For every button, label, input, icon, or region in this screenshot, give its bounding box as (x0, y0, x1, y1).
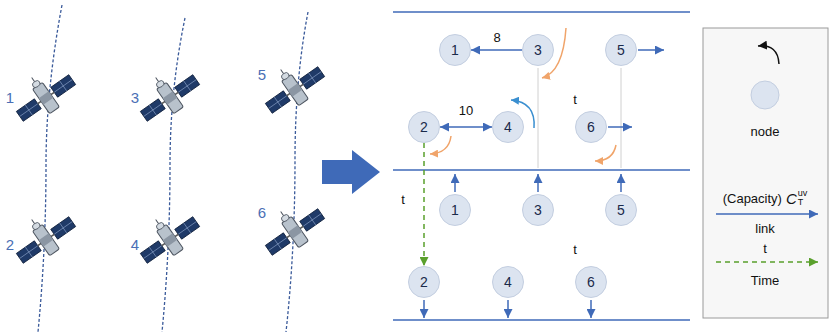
node-number: 4 (504, 120, 512, 134)
graph-node: 4 (492, 111, 524, 143)
link-label: 8 (491, 31, 502, 45)
graph-node: 2 (408, 266, 440, 298)
graph-node: 5 (605, 34, 637, 66)
link-label: t (399, 193, 407, 207)
graph-node: 3 (522, 194, 554, 226)
superscript: uv (798, 189, 808, 198)
legend-link-sample (716, 213, 818, 215)
node-number: 3 (534, 43, 542, 57)
legend-text: Time (751, 274, 779, 288)
satellite (5, 51, 329, 270)
subscript: T (798, 198, 808, 207)
node-number: 1 (451, 203, 459, 217)
node-number: 1 (451, 43, 459, 57)
capacity-symbol: C (786, 190, 797, 207)
graph-node: 1 (439, 194, 471, 226)
graph-node: 3 (522, 34, 554, 66)
transform-arrow (322, 150, 380, 194)
legend-rotation-symbol (758, 46, 779, 64)
satellite-number: 2 (6, 237, 14, 254)
time-label: t (573, 93, 577, 107)
legend-time-label: t (763, 242, 767, 256)
satellite-number: 1 (6, 90, 14, 107)
node-number: 5 (617, 203, 625, 217)
satellite-number: 4 (131, 237, 139, 254)
legend-text: node (751, 125, 780, 139)
node-number: 3 (534, 203, 542, 217)
graph-node: 1 (439, 34, 471, 66)
link-arrow (440, 126, 492, 128)
graph-node: 5 (605, 194, 637, 226)
node-number: 5 (617, 43, 625, 57)
legend-text: link (755, 222, 775, 236)
graph-node: 2 (408, 111, 440, 143)
time-label: t (573, 243, 577, 257)
slice-line (393, 12, 690, 320)
node-number: 4 (504, 275, 512, 289)
legend-node-sample (751, 81, 779, 109)
satellite-number: 3 (131, 90, 139, 107)
orbit (38, 5, 308, 332)
node-number: 6 (587, 275, 595, 289)
curved-arrow (430, 28, 616, 161)
link-arrow (471, 49, 522, 51)
capacity-word: (Capacity) (723, 191, 782, 206)
node-number: 2 (420, 275, 428, 289)
satellite-number: 5 (258, 67, 266, 84)
guide-line (538, 68, 621, 168)
node-number: 6 (587, 120, 595, 134)
node-number: 2 (420, 120, 428, 134)
legend-panel (703, 28, 828, 318)
link-label: 10 (457, 104, 475, 118)
legend-time-sample (716, 261, 818, 263)
link-stub (424, 50, 664, 318)
satellite-number: 6 (258, 205, 266, 222)
graph-node: 4 (492, 266, 524, 298)
link-arrow (423, 143, 425, 266)
graph-node: 6 (575, 111, 607, 143)
graph-node: 6 (575, 266, 607, 298)
capacity-indices: uvT (798, 189, 808, 208)
capacity-label: (Capacity) CuvT (723, 189, 808, 208)
